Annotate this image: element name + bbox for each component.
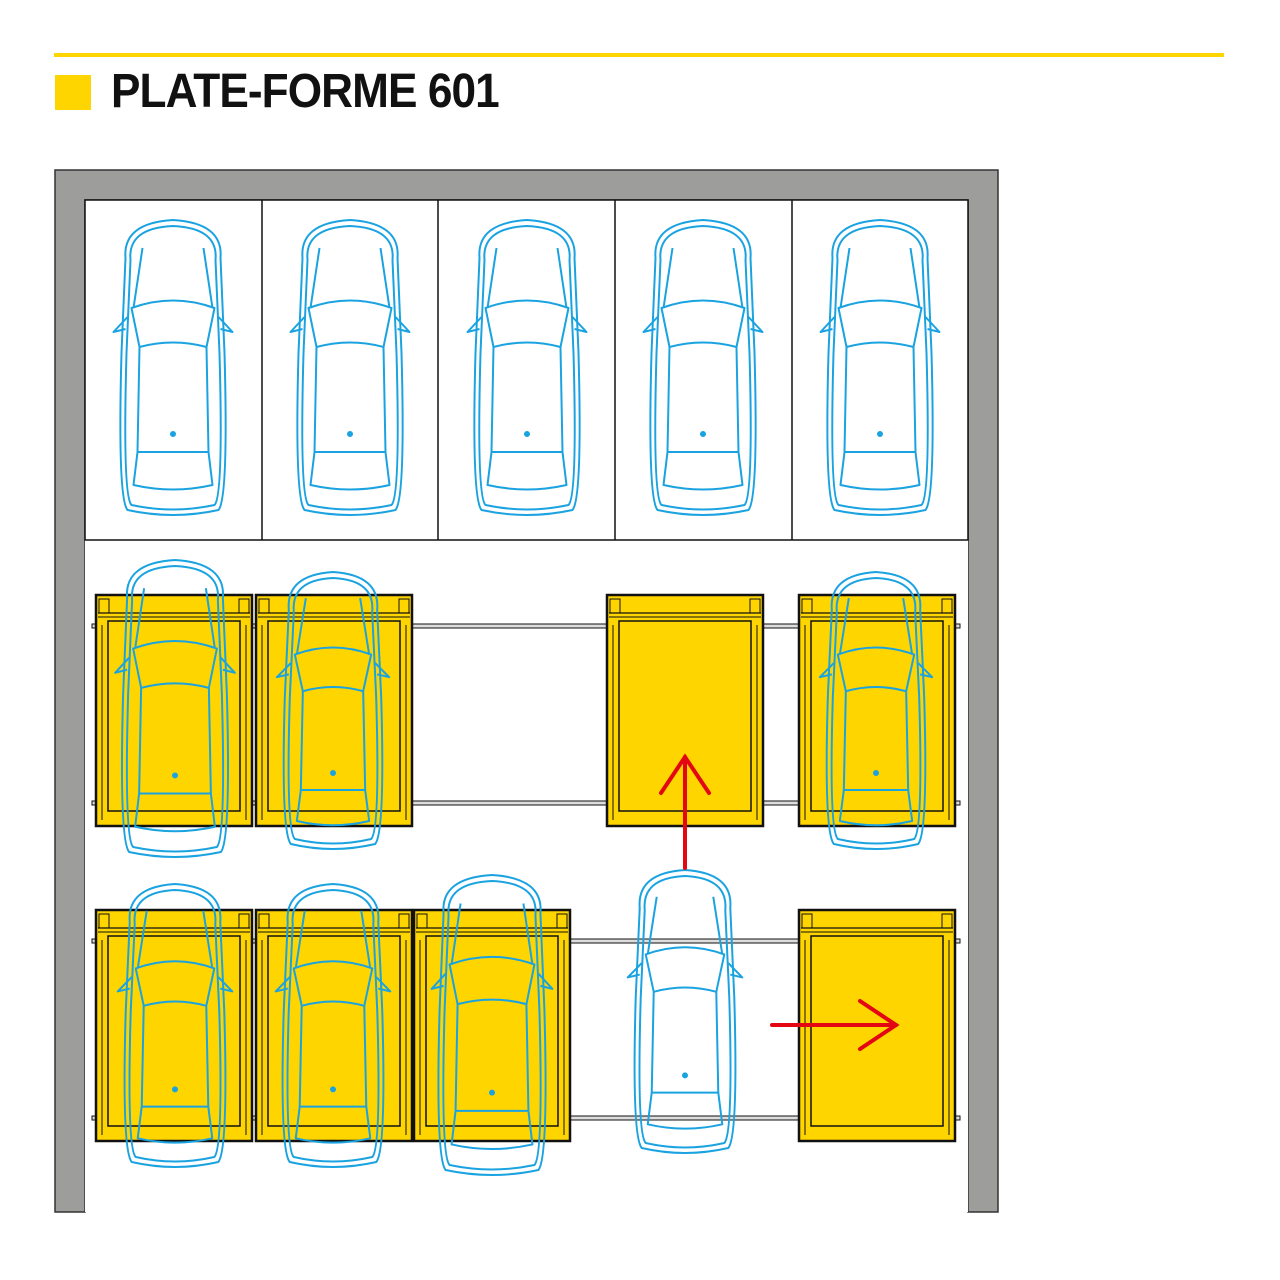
mirror-right	[217, 976, 234, 993]
car	[818, 571, 934, 850]
mirror-left	[275, 662, 292, 679]
platform-rail	[91, 800, 961, 806]
car	[626, 869, 744, 1154]
platform	[797, 593, 957, 828]
mirror-left	[626, 962, 643, 979]
car	[819, 219, 941, 516]
accent-rule	[54, 53, 1224, 57]
mirror-right	[220, 656, 236, 674]
mirror-left	[642, 316, 659, 333]
car	[275, 571, 391, 850]
title-marker	[55, 75, 91, 110]
arrow-right-icon	[770, 999, 900, 1051]
mirror-right	[747, 316, 764, 333]
mirror-right	[924, 316, 941, 333]
mirror-right	[537, 972, 554, 990]
car	[274, 883, 392, 1168]
mirror-left	[819, 316, 836, 333]
mirror-left	[289, 316, 306, 333]
mirror-left	[112, 316, 129, 333]
mirror-left	[466, 316, 483, 333]
mirror-right	[727, 962, 744, 979]
platform	[254, 593, 414, 828]
mirror-left	[430, 972, 447, 990]
mirror-right	[374, 662, 391, 679]
arrow-up-icon	[659, 753, 711, 870]
car	[114, 559, 236, 858]
car	[112, 219, 234, 516]
page-title: PLATE-FORME 601	[111, 65, 500, 118]
car	[289, 219, 411, 516]
mirror-right	[217, 316, 234, 333]
platform-rail	[91, 623, 961, 629]
mirror-left	[274, 976, 291, 993]
mirror-left	[818, 662, 835, 679]
car	[116, 883, 234, 1168]
car	[466, 219, 588, 516]
mirror-right	[917, 662, 934, 679]
fixed-spaces-row	[84, 199, 969, 541]
mirror-right	[375, 976, 392, 993]
mirror-left	[116, 976, 133, 993]
car	[430, 874, 554, 1176]
car	[642, 219, 764, 516]
mirror-right	[394, 316, 411, 333]
mirror-left	[114, 656, 130, 674]
mirror-right	[571, 316, 588, 333]
platform	[412, 908, 572, 1143]
